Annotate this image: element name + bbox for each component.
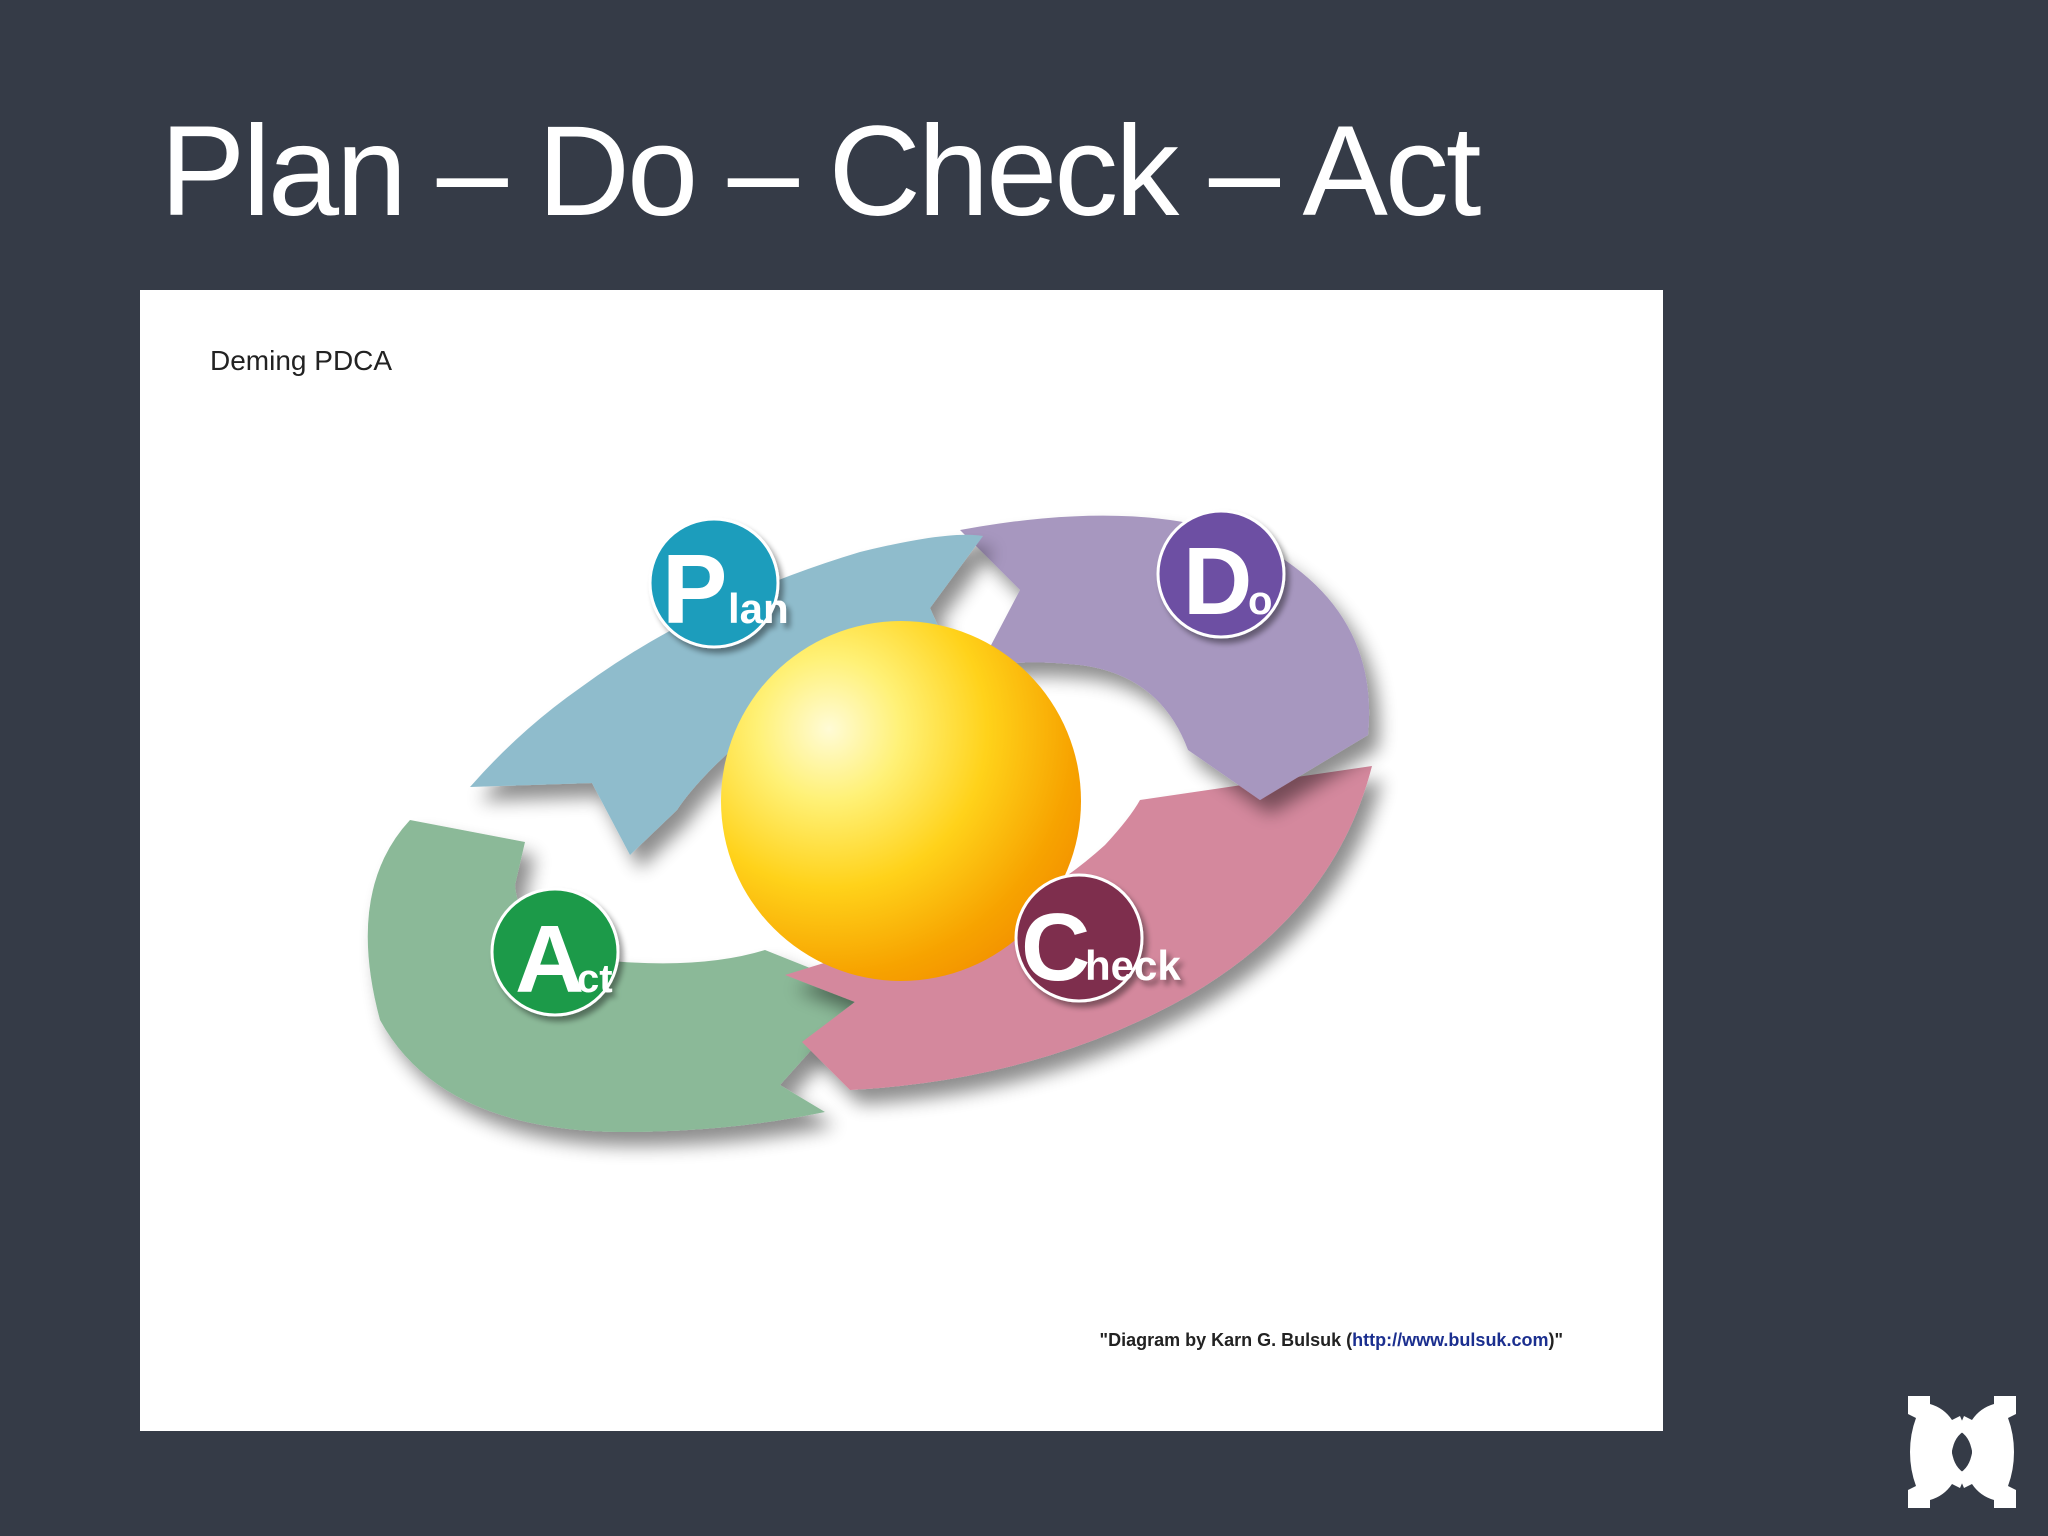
check-badge-initial: C	[1021, 894, 1090, 1001]
diagram-credit: "Diagram by Karn G. Bulsuk (http://www.b…	[1100, 1330, 1563, 1351]
act-badge-initial: A	[515, 906, 584, 1013]
pdca-figure: Deming PDCA	[140, 290, 1663, 1431]
plan-badge: P lan	[650, 519, 789, 647]
plan-badge-initial: P	[662, 534, 727, 644]
credit-prefix: "Diagram by Karn G. Bulsuk (	[1100, 1330, 1353, 1350]
slide-title: Plan – Do – Check – Act	[160, 108, 1478, 236]
do-badge: D o	[1158, 511, 1284, 637]
credit-suffix: )"	[1548, 1330, 1563, 1350]
do-badge-rest: o	[1248, 579, 1272, 623]
do-badge-initial: D	[1183, 528, 1252, 635]
act-badge: A ct	[492, 889, 618, 1015]
credit-link[interactable]: http://www.bulsuk.com	[1352, 1330, 1548, 1350]
gear-x-logo-icon	[1900, 1390, 2024, 1514]
check-badge-rest: heck	[1085, 942, 1181, 989]
act-badge-rest: ct	[577, 957, 613, 1001]
pdca-cycle-diagram: P lan D o C heck A ct	[140, 290, 1663, 1431]
plan-badge-rest: lan	[728, 585, 789, 632]
